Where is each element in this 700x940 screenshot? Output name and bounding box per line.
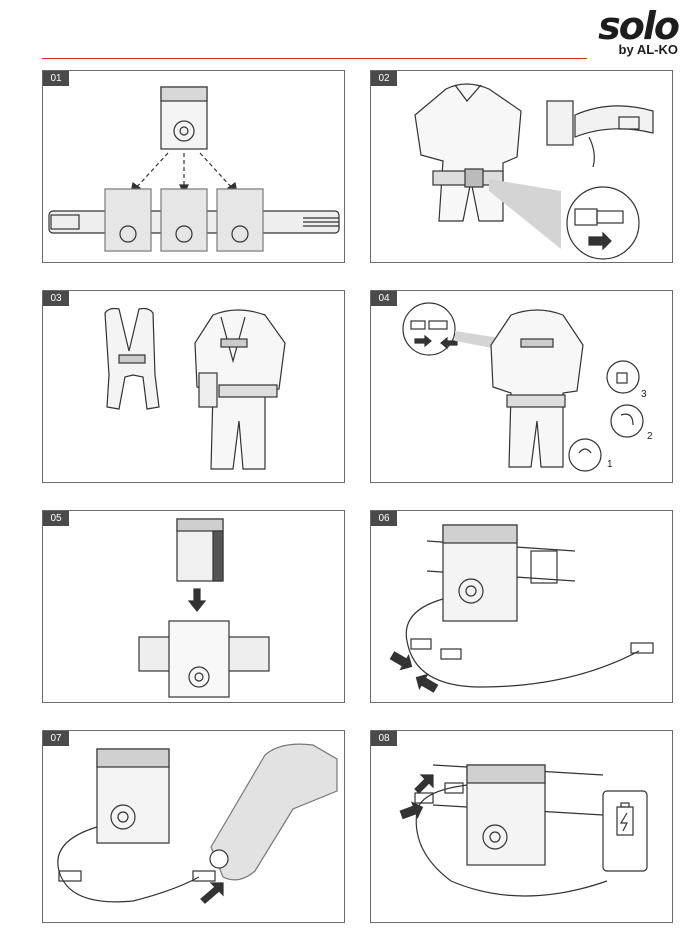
- brand-sub: by AL-KO: [618, 42, 678, 57]
- panel-06: 06: [370, 510, 673, 703]
- step-callout-1: 1: [607, 459, 613, 470]
- brand-logo: solo by AL-KO: [598, 4, 680, 57]
- panel-03: 03: [42, 290, 345, 483]
- shoulder-harness-illustration: [104, 307, 286, 470]
- step-callout-3: 3: [641, 389, 647, 400]
- harness-buckle-adjustment-illustration: 3 2 1: [402, 302, 653, 472]
- panel-number: 06: [371, 511, 397, 526]
- panel-number: 07: [43, 731, 69, 746]
- belt-battery-position-illustration: [48, 86, 340, 252]
- panel-02: 02: [370, 70, 673, 263]
- belt-fastening-illustration: [414, 83, 654, 260]
- connect-cable-illustration: [389, 524, 654, 693]
- panel-08: 08: [370, 730, 673, 923]
- panel-number: 01: [43, 71, 69, 86]
- panel-04: 04 3 2 1: [370, 290, 673, 483]
- panel-number: 08: [371, 731, 397, 746]
- header-rule: [42, 58, 587, 59]
- panel-number: 05: [43, 511, 69, 526]
- connect-tool-illustration: [57, 743, 338, 904]
- panel-number: 03: [43, 291, 69, 306]
- panel-number: 04: [371, 291, 397, 306]
- panel-07: 07: [42, 730, 345, 923]
- insert-battery-illustration: [138, 518, 270, 698]
- panel-05: 05: [42, 510, 345, 703]
- brand-name: solo: [598, 4, 680, 48]
- panel-number: 02: [371, 71, 397, 86]
- panel-01: 01: [42, 70, 345, 263]
- usb-charging-illustration: [399, 764, 648, 897]
- step-callout-2: 2: [647, 431, 653, 442]
